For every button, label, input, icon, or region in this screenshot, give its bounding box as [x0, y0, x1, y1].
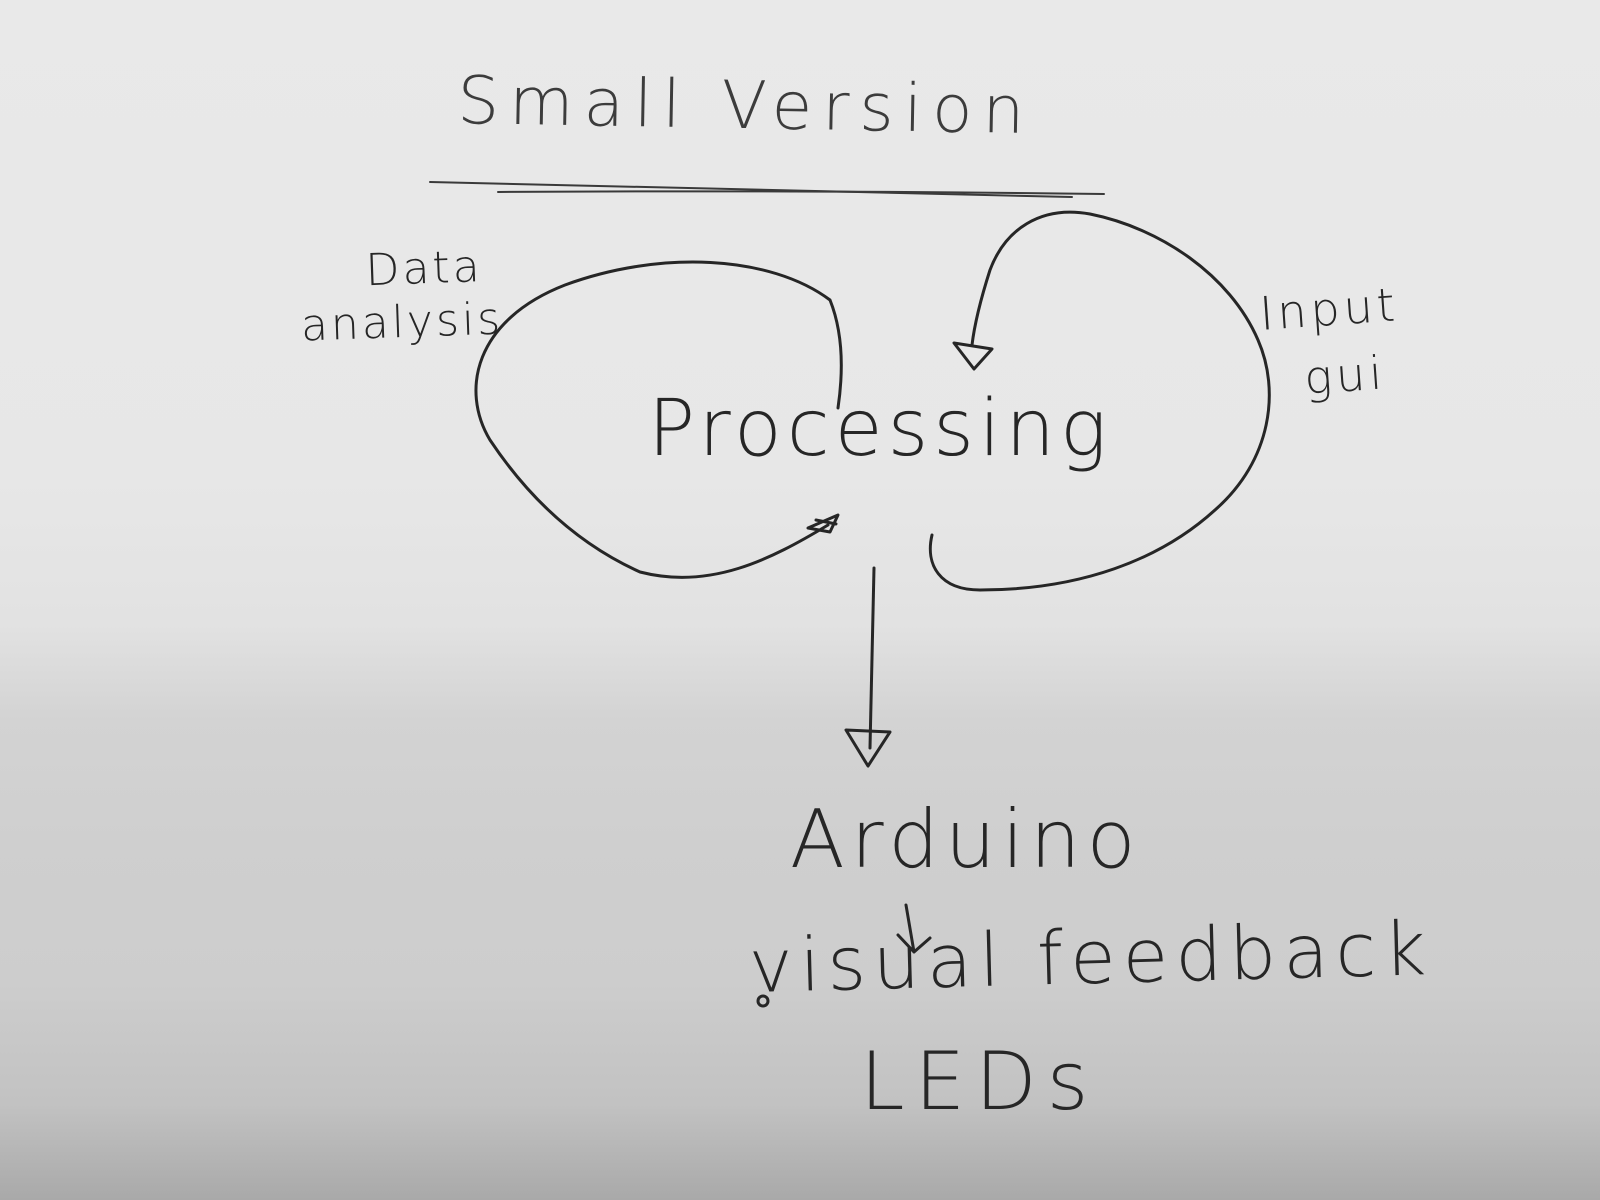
data-analysis-loop	[474, 260, 843, 579]
title-underline-second	[497, 190, 1105, 195]
data-analysis-arrowhead	[806, 513, 840, 534]
diagram-title: Small Version	[456, 62, 1036, 150]
data-analysis-label-line2: analysis	[300, 293, 504, 352]
input-gui-label-line2: gui	[1302, 345, 1388, 405]
visual-feedback-label: visual feedback	[747, 906, 1435, 1010]
arduino-to-feedback-arrow	[896, 903, 932, 954]
feedback-bullet	[756, 994, 770, 1008]
processing-to-arduino-arrow	[868, 566, 876, 750]
data-analysis-label: Data analysis	[298, 241, 504, 354]
leds-label: LEDs	[860, 1035, 1099, 1128]
input-gui-label: Input gui	[1258, 271, 1406, 414]
processing-node: Processing	[648, 384, 1112, 474]
title-underline	[429, 181, 1073, 198]
arduino-node: Arduino	[790, 793, 1142, 886]
processing-to-arduino-arrowhead	[844, 728, 892, 768]
data-analysis-label-line1: Data	[364, 241, 484, 297]
input-gui-arrowhead	[952, 341, 994, 371]
input-gui-label-line1: Input	[1257, 277, 1401, 341]
input-gui-loop	[928, 210, 1271, 592]
